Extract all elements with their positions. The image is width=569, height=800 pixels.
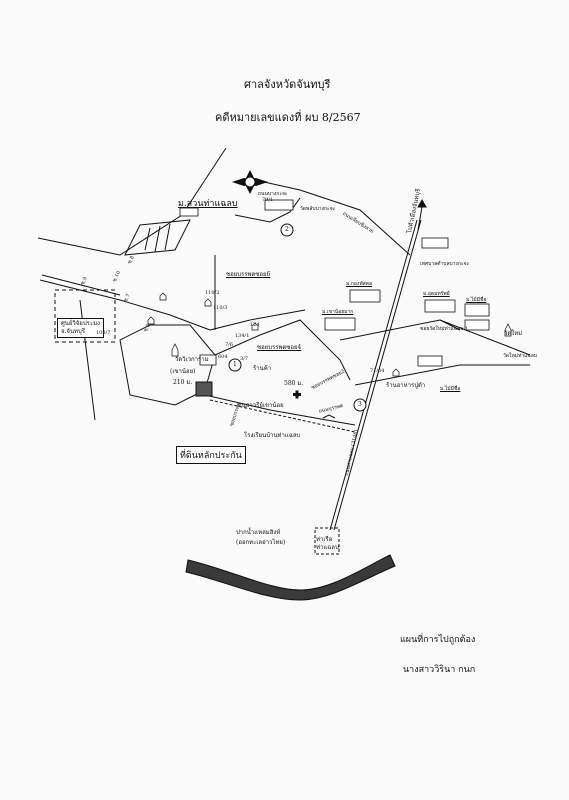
road-soi4 [214,319,351,381]
case-number: คดีหมายเลขแดงที่ ผบ 8/2567 [215,111,361,124]
label-village-mai-chi2: ม.ไม้มีชื่อ [440,386,461,392]
label-khao-noi: (เขาน้อย) [170,368,196,375]
road-east-2 [439,319,461,331]
school-lines [144,223,171,253]
label-village-udom: ม.อุดมทรัพย์ [423,291,450,297]
house-icon [179,207,199,217]
num-h4: 124 [250,322,260,328]
label-village-kong: ม.กองพัสตล [346,281,373,287]
label-wat-mai: วัดใหม่ท่าแฉลบ [503,353,538,359]
house-icon [324,317,356,331]
house-small-icon [392,368,400,377]
num-h10: 3/7 [240,356,249,362]
house-small-icon [251,322,259,331]
label-dist-580: 580 ม. [284,380,304,387]
label-dist-210: 210 ม. [173,379,193,386]
label-road-bangkacha: ถนนบางกะจะ [258,191,288,197]
house-small-icon [159,292,167,301]
num-h3: 110/3 [213,305,228,311]
marker-3-label: 3 [358,401,362,408]
house-small-icon [204,298,212,307]
house-icon [464,303,490,317]
num-h8: 7/6 [225,342,234,348]
marker-2 [280,223,294,237]
label-restaurant: ร้านอาหารปูดำ [386,382,426,389]
house-icon [264,199,294,211]
label-school-suan: ม.สวนท่าแฉลบ [178,199,238,209]
court-name: ศาลจังหวัดจันทบุรี [244,78,331,91]
marker-3 [353,398,367,412]
label-soi-bunbarp4: ซอยบรรพตซอย4 [257,344,302,351]
research-center-lot [54,289,116,343]
road-north-west [37,147,227,256]
num-h5: 134/1 [235,333,250,339]
label-estuary: ปากน้ำแหลมสิงห์ (ออกทะเลอ่าวไทย) [236,529,286,546]
main-road-line-2 [333,219,422,531]
temple-icon [171,343,179,357]
footer-signer: นางสาววิรินา กนก [403,665,476,675]
road-to-city [254,179,411,256]
label-pier: ท่าเรือ ท่าแฉลบ [316,536,339,551]
house-icon [417,355,443,367]
marker-2-label: 2 [285,226,289,233]
house-small-icon [147,316,155,325]
label-school: โรงเรียนบ้านท่าแฉลบ [244,432,301,439]
label-collateral: ที่ดินหลักประกัน [176,446,246,464]
compass-icon [232,170,268,194]
main-road-line [329,219,418,531]
road-wat-loop [234,197,301,223]
road-soi6 [209,309,306,331]
temple-icon [199,354,217,366]
house-icon [421,237,449,249]
hospital-cross-icon [293,390,301,399]
label-wat-phlap: วัดพลับบางกะจะ [300,206,336,212]
num-h9: 79/1 [262,197,274,203]
marker-1 [228,358,242,372]
label-municipality: เทศบาลตำบลบางกะจะ [420,261,470,267]
collateral-lot [195,381,213,397]
label-research-center: ศูนย์วิจัยประมง จ.จันทบุรี [57,318,104,338]
house-icon [349,289,381,303]
house-icon [424,299,456,313]
label-village-mai-chi: ม.ไม้มีชื่อ [466,297,487,303]
road-east-3 [354,364,530,386]
num-h6: 604 [218,354,228,360]
road-loop [119,324,216,406]
label-wat-wiwek: วัดวิเวการาม [175,356,209,363]
label-monument: อนุสาวรีย์เขาน้อย [238,402,284,409]
label-wat-mai-short: วัดใหม่ [504,330,523,337]
label-shop: ร้านค้า [253,365,272,372]
road-bunbarp [204,394,356,426]
school-block [124,219,191,256]
city-arrow [417,198,427,231]
temple-icon [504,323,512,337]
label-village-khao-noi: ม.เขาน้อยมาก [322,309,354,315]
marker-1-label: 1 [233,361,237,368]
house-icon [464,319,490,331]
num-h1: 108/7 [96,330,111,336]
pier-lot [314,527,340,555]
river [185,554,396,601]
num-h2: 110/2 [205,290,220,296]
label-soi-wat: ซอยวัดใหม่ท่าแฉลบ 1 [420,326,469,332]
flag-icon [322,414,336,419]
label-soi-bunbarp6: ซอยบรรพตซอย6 [226,271,271,278]
num-h7: 71/64 [370,368,385,374]
footer-correct-map: แผนที่การไปถูกต้อง [400,635,476,645]
road-west-2 [41,274,121,296]
